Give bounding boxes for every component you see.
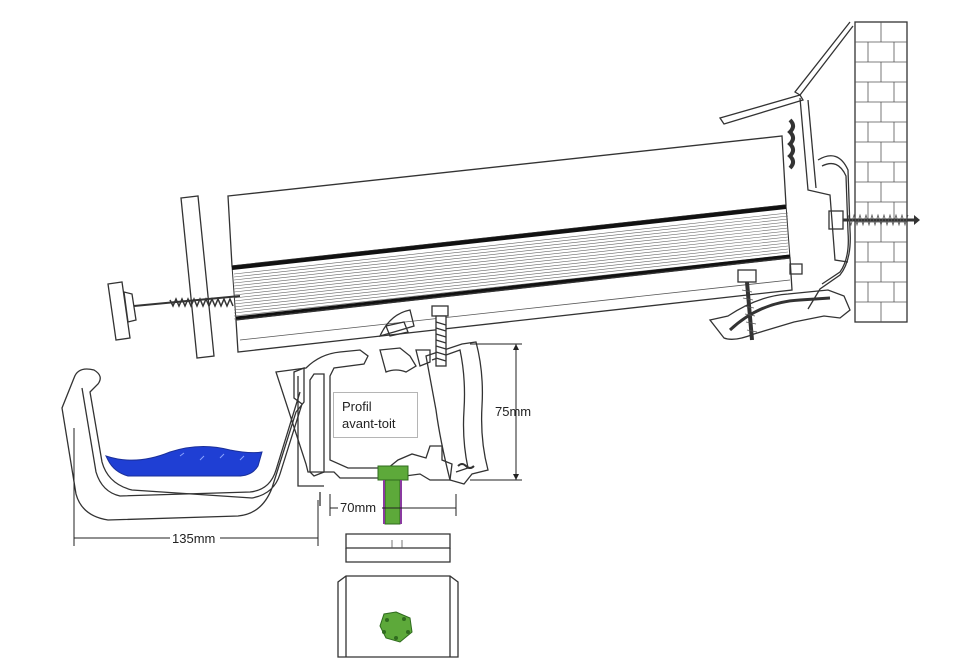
wall-screw (828, 210, 920, 230)
wall-flashing (718, 21, 854, 310)
brick-wall (854, 21, 908, 323)
support-post (337, 533, 459, 658)
beam-bolt (431, 305, 449, 367)
end-cap (180, 195, 215, 359)
dimension-gutter-width: 135mm (73, 428, 319, 546)
polycarbonate-sheet (231, 204, 791, 321)
gutter (61, 367, 305, 521)
profile-callout: Profil avant-toit (333, 392, 418, 438)
dimension-height: 75mm (470, 343, 531, 481)
dimension-gutter-width-label: 135mm (172, 531, 215, 546)
post-connector (377, 465, 409, 525)
dimension-profile-width-label: 70mm (340, 500, 376, 515)
glazing-bar-bottom (235, 257, 793, 353)
end-screw (107, 281, 241, 341)
wall-plate-profile (708, 263, 851, 341)
profile-callout-line1: Profil (342, 399, 372, 414)
beam-riser-profile (425, 341, 489, 485)
dimension-profile-width: 70mm (329, 494, 457, 516)
eaves-beam-profile (275, 309, 453, 506)
dimension-height-label: 75mm (495, 404, 531, 419)
profile-callout-line2: avant-toit (342, 416, 396, 431)
